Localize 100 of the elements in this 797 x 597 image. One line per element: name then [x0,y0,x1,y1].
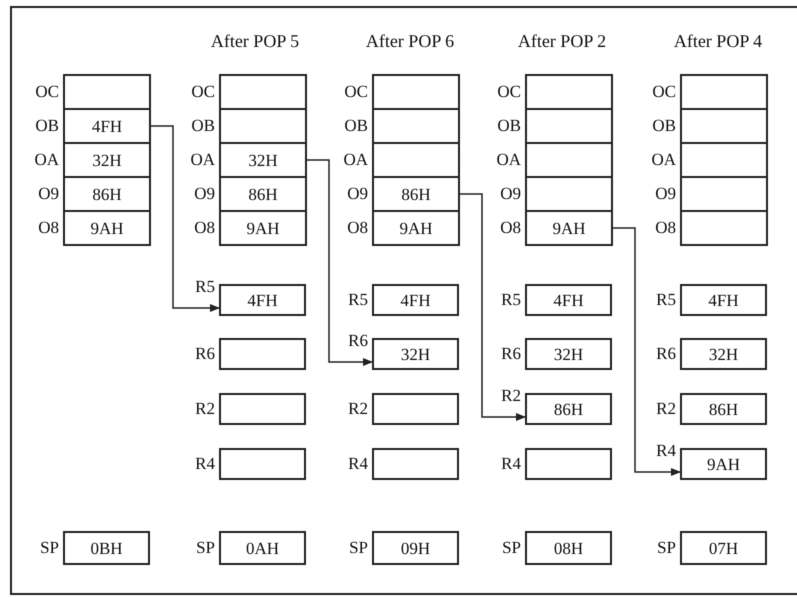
empty-memory-cell [525,448,612,480]
memory-cell [63,142,151,178]
address-label: O8 [500,219,521,236]
address-label: R2 [348,400,368,417]
memory-cell [63,210,151,246]
address-label: SP [657,539,676,556]
memory-cell [372,284,459,316]
memory-cell [680,338,767,370]
memory-cell [219,142,307,178]
cell-value: 32H [400,346,430,362]
address-label: R4 [501,455,521,472]
address-label: OA [651,151,676,168]
cell-value: 86H [248,186,278,202]
address-label: O8 [194,219,215,236]
empty-memory-cell [680,108,768,144]
memory-cell [525,393,612,425]
cell-value: 9AH [246,220,280,236]
arrow [151,125,220,312]
address-label: OA [496,151,521,168]
empty-memory-cell [525,142,613,178]
empty-memory-cell [372,108,460,144]
empty-memory-cell [372,74,460,110]
memory-cell [372,210,460,246]
address-label: O9 [194,185,215,202]
address-label: R2 [195,400,215,417]
arrow [613,227,681,476]
empty-memory-cell [219,448,306,480]
memory-cell [372,531,459,565]
address-label: R5 [501,291,521,308]
empty-memory-cell [372,393,459,425]
empty-memory-cell [525,176,613,212]
address-label: R4 [195,455,215,472]
memory-cell [63,108,151,144]
memory-cell [680,448,767,480]
address-label: OB [497,117,521,134]
memory-cell [525,531,612,565]
memory-cell [525,210,613,246]
cell-value: 4FH [92,118,122,134]
cell-value: 0BH [90,540,123,556]
empty-memory-cell [525,74,613,110]
address-label: R6 [348,332,368,349]
memory-cell [372,338,459,370]
memory-cell [680,393,767,425]
address-label: O9 [655,185,676,202]
cell-value: 86H [554,400,584,418]
cell-value: 09H [400,540,430,556]
cell-value: 4FH [400,292,431,308]
address-label: OC [191,83,215,100]
cell-value: 32H [554,346,584,362]
cell-value: 86H [708,400,738,418]
memory-cell [219,210,307,246]
address-label: OB [35,117,59,134]
empty-memory-cell [219,338,306,370]
address-label: OA [343,151,368,168]
address-label: SP [502,539,521,556]
cell-value: 4FH [553,292,584,308]
empty-memory-cell [525,108,613,144]
address-label: SP [349,539,368,556]
column-heading: After POP 6 [366,32,454,50]
memory-cell [63,531,150,565]
address-label: R5 [195,278,215,295]
empty-memory-cell [372,448,459,480]
address-label: O9 [500,185,521,202]
address-label: R5 [656,291,676,308]
address-label: R4 [348,455,368,472]
empty-memory-cell [680,142,768,178]
memory-cell [219,176,307,212]
memory-cell [525,338,612,370]
cell-value: 9AH [399,220,433,236]
address-label: R6 [501,345,521,362]
address-label: O9 [347,185,368,202]
empty-memory-cell [219,108,307,144]
cell-value: 9AH [90,220,124,236]
address-label: OB [191,117,215,134]
arrow [307,159,373,366]
cell-value: 0AH [246,540,280,556]
empty-memory-cell [63,74,151,110]
memory-cell [219,531,306,565]
address-label: OB [344,117,368,134]
cell-value: 32H [92,152,122,168]
address-label: R2 [656,400,676,417]
address-label: OA [34,151,59,168]
memory-cell [680,531,767,565]
empty-memory-cell [680,176,768,212]
empty-memory-cell [219,393,306,425]
column-heading: After POP 4 [674,32,762,50]
empty-memory-cell [680,74,768,110]
column-heading: After POP 5 [210,32,300,50]
arrow [460,193,526,421]
address-label: R4 [656,442,676,459]
address-label: R5 [348,291,368,308]
address-label: O8 [347,219,368,236]
empty-memory-cell [372,142,460,178]
memory-cell [372,176,460,212]
memory-cell [219,284,306,316]
address-label: O8 [655,219,676,236]
cell-value: 4FH [708,292,739,308]
address-label: OC [497,83,521,100]
cell-value: 08H [554,540,584,556]
memory-cell [525,284,612,316]
